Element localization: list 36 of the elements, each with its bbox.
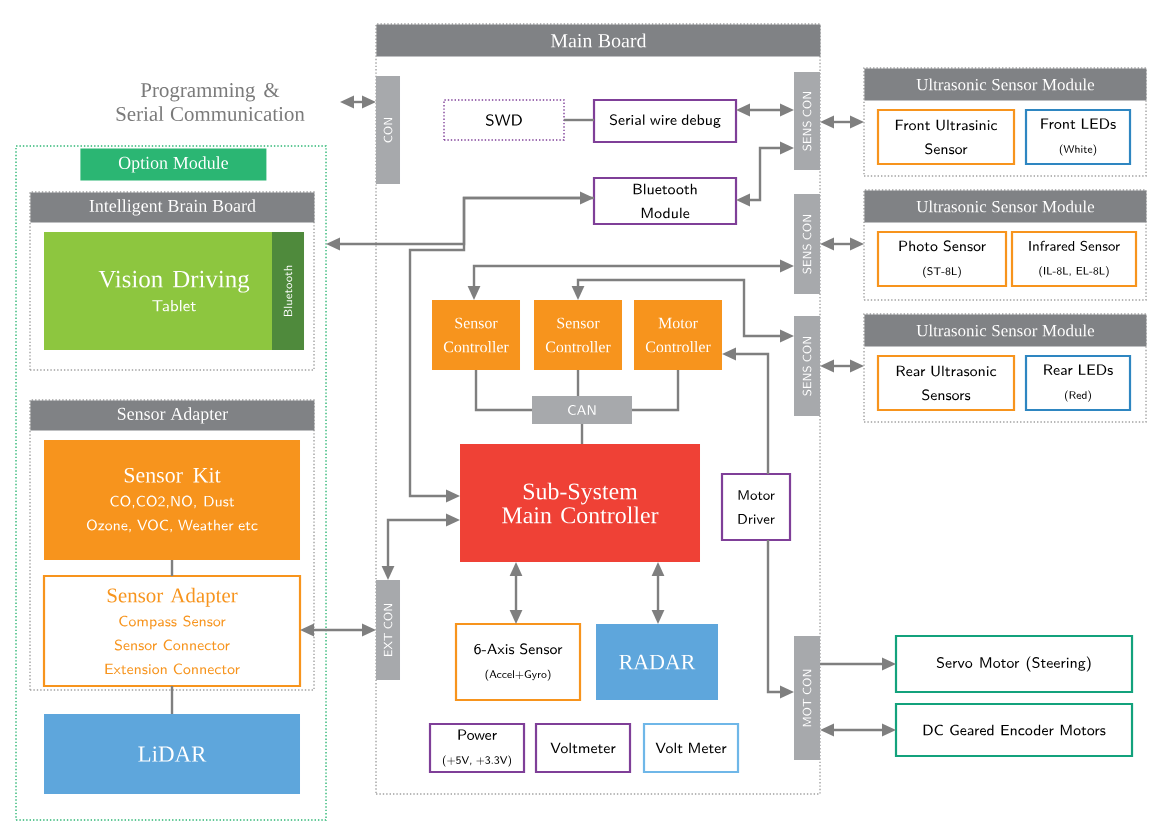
connector-line	[632, 370, 680, 412]
arrow	[326, 191, 594, 251]
panel-heading: Sensor Adapter	[30, 400, 315, 431]
panel-heading: Ultrasonic Sensor Module	[864, 68, 1147, 101]
arrow	[340, 95, 376, 109]
connector-line	[580, 424, 584, 444]
arrow	[766, 540, 794, 699]
panel-heading: Ultrasonic Sensor Module	[864, 190, 1147, 223]
connector-line	[474, 370, 532, 412]
controller-box: Sub-System Main Controller	[460, 444, 700, 562]
panel-heading: Main Board	[376, 24, 821, 57]
arrow	[820, 723, 896, 737]
arrow	[736, 141, 794, 207]
arrow	[651, 562, 665, 624]
component-box: RADAR	[596, 624, 718, 700]
panel-heading: Intelligent Brain Board	[30, 192, 315, 223]
arrow	[722, 347, 770, 474]
connector-line	[564, 118, 594, 122]
arrow	[467, 259, 794, 300]
panel-heading: Option Module	[80, 148, 267, 181]
arrow	[820, 359, 864, 373]
component-box: LiDAR	[44, 714, 300, 794]
arrow	[571, 278, 794, 343]
panel-heading: Ultrasonic Sensor Module	[864, 314, 1147, 347]
arrow	[300, 623, 376, 637]
connector-line	[170, 686, 174, 714]
arrow	[820, 115, 864, 129]
arrow	[736, 103, 794, 117]
connector-line	[170, 560, 174, 576]
connector-line	[576, 370, 580, 396]
arrow	[820, 237, 864, 251]
interface-label: Programming & Serial Communication	[116, 83, 305, 122]
arrow	[820, 657, 896, 671]
arrow	[509, 562, 523, 624]
arrow	[381, 513, 460, 580]
arrow	[408, 196, 594, 503]
